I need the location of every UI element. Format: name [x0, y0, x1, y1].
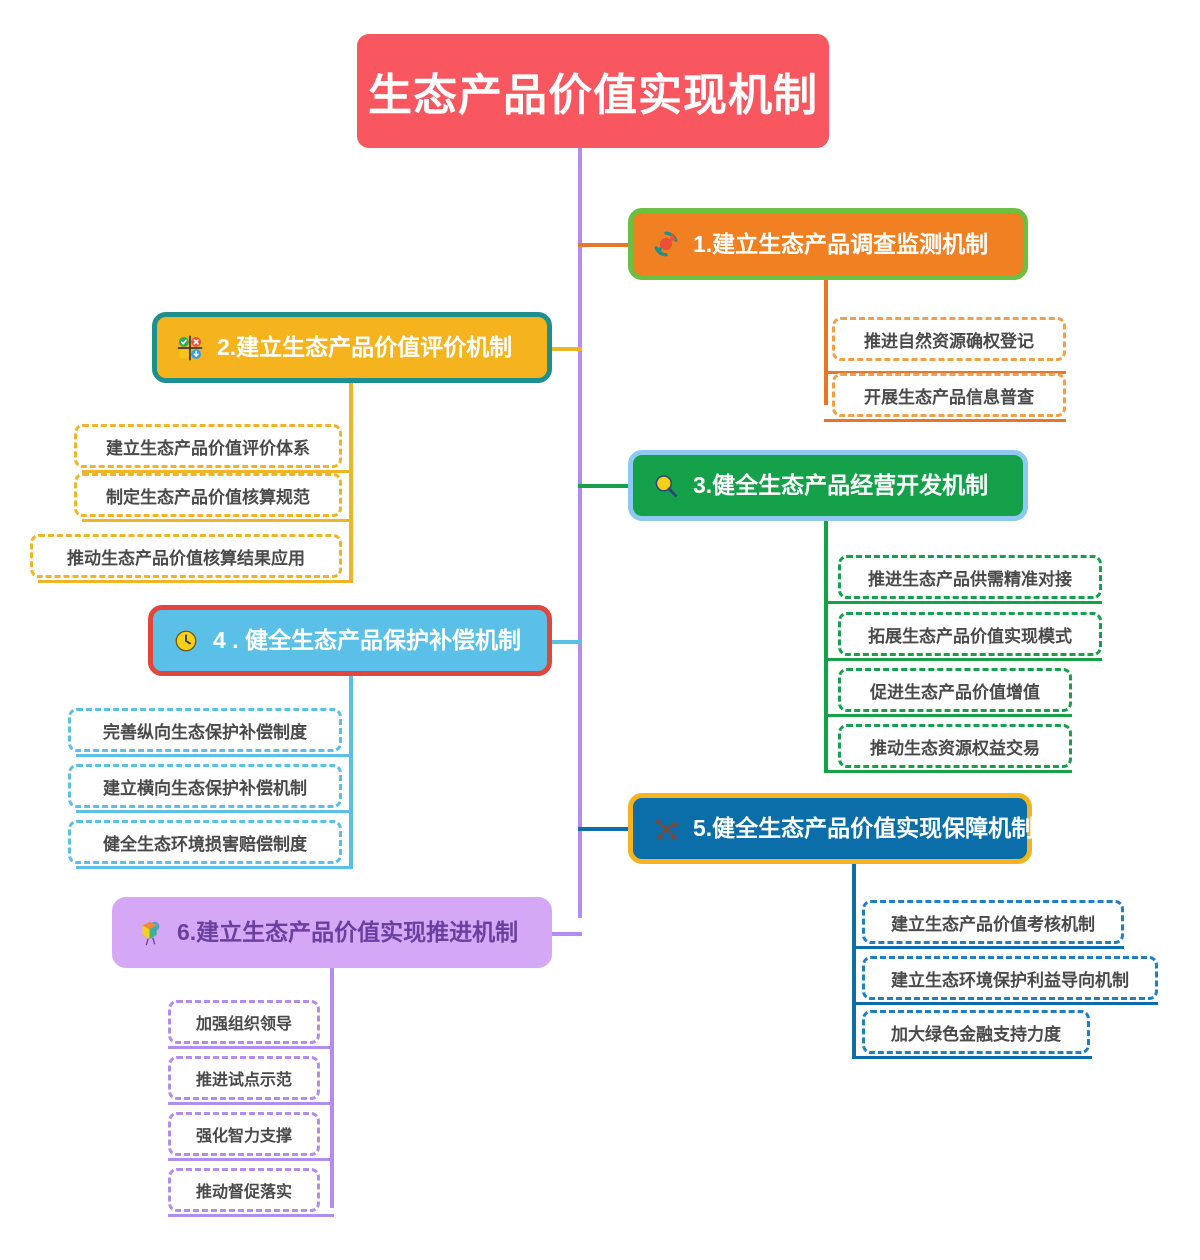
branch-4-child-underline-3	[76, 866, 353, 869]
leaf-node-6-1[interactable]: 加强组织领导	[168, 1000, 320, 1044]
branch-5-connector	[578, 827, 630, 831]
branch-node-1[interactable]: 1.建立生态产品调查监测机制	[628, 208, 1028, 280]
branch-label-6: 6.建立生态产品价值实现推进机制	[177, 919, 519, 945]
branch-node-4[interactable]: 4 . 健全生态产品保护补偿机制	[148, 605, 552, 676]
leaf-node-6-4[interactable]: 推动督促落实	[168, 1168, 320, 1212]
branch-5-child-underline-1	[852, 946, 1124, 949]
leaf-label: 建立生态产品价值考核机制	[891, 914, 1095, 934]
branch-label-2: 2.建立生态产品价值评价机制	[217, 334, 513, 360]
four-squares-icon	[173, 331, 207, 365]
leaf-label: 制定生态产品价值核算规范	[106, 487, 310, 507]
cube-balloon-icon	[133, 916, 167, 950]
leaf-label: 开展生态产品信息普查	[864, 387, 1034, 407]
leaf-node-5-1[interactable]: 建立生态产品价值考核机制	[862, 900, 1124, 944]
central-spine-line	[578, 148, 582, 918]
branch-node-2[interactable]: 2.建立生态产品价值评价机制	[152, 312, 552, 383]
branch-3-child-underline-3	[824, 714, 1072, 717]
branch-6-child-underline-4	[168, 1214, 334, 1217]
leaf-label: 加强组织领导	[195, 1016, 292, 1033]
branch-4-connector	[548, 640, 582, 644]
magnifier-icon	[649, 469, 683, 503]
branch-6-child-underline-2	[168, 1102, 334, 1105]
leaf-node-1-1[interactable]: 推进自然资源确权登记	[832, 317, 1066, 361]
branch-6-child-underline-3	[168, 1158, 334, 1161]
branch-1-connector	[578, 243, 630, 247]
leaf-node-5-3[interactable]: 加大绿色金融支持力度	[862, 1010, 1090, 1054]
branch-3-child-underline-1	[824, 601, 1102, 604]
leaf-label: 加大绿色金融支持力度	[891, 1024, 1061, 1044]
branch-4-child-spine	[349, 676, 353, 866]
leaf-node-6-2[interactable]: 推进试点示范	[168, 1056, 320, 1100]
leaf-label: 建立横向生态保护补偿机制	[103, 778, 307, 798]
branch-2-connector	[548, 347, 582, 351]
branch-2-child-underline-2	[82, 519, 353, 522]
branch-1-child-spine	[824, 280, 828, 405]
leaf-label: 建立生态环境保护利益导向机制	[891, 970, 1129, 990]
branch-label-4: 4 . 健全生态产品保护补偿机制	[213, 627, 521, 653]
leaf-label: 推动督促落实	[195, 1184, 292, 1201]
network-nodes-icon	[649, 812, 683, 846]
leaf-label: 推进试点示范	[195, 1072, 292, 1089]
leaf-node-3-4[interactable]: 推动生态资源权益交易	[838, 724, 1072, 768]
branch-1-child-underline-1	[824, 371, 1066, 374]
clock-icon	[169, 624, 203, 658]
branch-2-child-spine	[349, 383, 353, 583]
branch-node-5[interactable]: 5.健全生态产品价值实现保障机制	[628, 793, 1035, 864]
branch-1-child-underline-2	[824, 419, 1066, 422]
leaf-node-4-2[interactable]: 建立横向生态保护补偿机制	[68, 764, 342, 808]
branch-6-child-underline-1	[168, 1046, 334, 1049]
branch-5-child-underline-3	[852, 1056, 1092, 1059]
leaf-node-1-2[interactable]: 开展生态产品信息普查	[832, 373, 1066, 417]
branch-5-child-underline-2	[852, 1002, 1158, 1005]
branch-3-child-underline-2	[824, 658, 1102, 661]
branch-2-child-underline-3	[38, 580, 353, 583]
leaf-node-3-2[interactable]: 拓展生态产品价值实现模式	[838, 612, 1102, 656]
leaf-label: 完善纵向生态保护补偿制度	[103, 722, 307, 742]
root-label: 生态产品价值实现机制	[368, 71, 818, 120]
leaf-node-2-1[interactable]: 建立生态产品价值评价体系	[74, 424, 342, 468]
leaf-label: 拓展生态产品价值实现模式	[868, 626, 1072, 646]
branch-label-3: 3.健全生态产品经营开发机制	[693, 472, 989, 498]
leaf-node-4-1[interactable]: 完善纵向生态保护补偿制度	[68, 708, 342, 752]
branch-3-connector	[578, 484, 630, 488]
branch-4-child-underline-2	[76, 810, 353, 813]
leaf-node-3-1[interactable]: 推进生态产品供需精准对接	[838, 555, 1102, 599]
leaf-node-5-2[interactable]: 建立生态环境保护利益导向机制	[862, 956, 1158, 1000]
branch-2-child-underline-1	[82, 470, 353, 473]
recycle-icon	[649, 227, 683, 261]
leaf-node-3-3[interactable]: 促进生态产品价值增值	[838, 668, 1072, 712]
leaf-node-4-3[interactable]: 健全生态环境损害赔偿制度	[68, 820, 342, 864]
branch-3-child-underline-4	[824, 770, 1072, 773]
root-node[interactable]: 生态产品价值实现机制	[357, 34, 829, 148]
branch-node-3[interactable]: 3.健全生态产品经营开发机制	[628, 450, 1028, 521]
leaf-label: 建立生态产品价值评价体系	[106, 438, 310, 458]
branch-6-connector	[548, 932, 582, 936]
branch-4-child-underline-1	[76, 754, 353, 757]
leaf-label: 推进生态产品供需精准对接	[868, 569, 1072, 589]
branch-6-child-spine	[330, 968, 334, 1208]
branch-label-5: 5.健全生态产品价值实现保障机制	[693, 815, 1035, 841]
branch-3-child-spine	[824, 521, 828, 770]
leaf-label: 强化智力支撑	[195, 1128, 292, 1145]
leaf-node-2-3[interactable]: 推动生态产品价值核算结果应用	[30, 534, 342, 578]
branch-label-1: 1.建立生态产品调查监测机制	[693, 230, 989, 257]
leaf-label: 推动生态资源权益交易	[870, 738, 1040, 758]
leaf-label: 推动生态产品价值核算结果应用	[67, 548, 305, 568]
leaf-node-2-2[interactable]: 制定生态产品价值核算规范	[74, 473, 342, 517]
leaf-node-6-3[interactable]: 强化智力支撑	[168, 1112, 320, 1156]
branch-node-6[interactable]: 6.建立生态产品价值实现推进机制	[112, 897, 552, 968]
leaf-label: 推进自然资源确权登记	[864, 331, 1034, 351]
branch-5-child-spine	[852, 864, 856, 1059]
leaf-label: 健全生态环境损害赔偿制度	[103, 834, 307, 854]
leaf-label: 促进生态产品价值增值	[870, 682, 1040, 702]
